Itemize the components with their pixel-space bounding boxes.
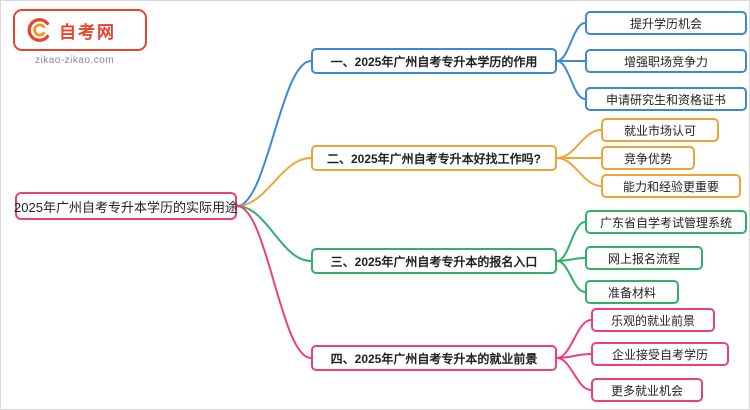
leaf-node-3-1[interactable]: 广东省自学考试管理系统 [585, 210, 747, 234]
leaf-2-2-label: 竞争优势 [623, 151, 672, 166]
branch-node-1[interactable]: 一、2025年广州自考专升本学历的作用 [311, 48, 557, 74]
connector-line [236, 157, 312, 207]
connector-line [236, 205, 312, 262]
leaf-1-2-label: 增强职场竞争力 [623, 54, 708, 69]
leaf-node-4-1[interactable]: 乐观的就业前景 [591, 308, 715, 332]
branch-1-label: 一、2025年广州自考专升本学历的作用 [330, 54, 538, 69]
leaf-node-1-3[interactable]: 申请研究生和资格证书 [585, 87, 747, 111]
leaf-node-3-2[interactable]: 网上报名流程 [585, 246, 703, 270]
leaf-4-3-label: 更多就业机会 [610, 383, 683, 398]
connector-line [556, 319, 592, 359]
branch-node-3[interactable]: 三、2025年广州自考专升本的报名入口 [311, 248, 557, 274]
leaf-2-3-label: 能力和经验更重要 [622, 179, 719, 194]
connector-line [236, 60, 312, 207]
connector-line [556, 129, 602, 159]
branch-4-label: 四、2025年广州自考专升本的就业前景 [330, 351, 538, 366]
leaf-4-2-label: 企业接受自考学历 [611, 347, 708, 362]
root-label: 2025年广州自考专升本学历的实际用途 [14, 199, 238, 215]
leaf-node-1-2[interactable]: 增强职场竞争力 [585, 49, 747, 73]
site-logo[interactable]: 自考网 [13, 9, 147, 51]
connector-line [556, 357, 592, 391]
leaf-3-1-label: 广东省自学考试管理系统 [599, 215, 732, 230]
leaf-node-1-1[interactable]: 提升学历机会 [585, 11, 747, 35]
leaf-node-4-2[interactable]: 企业接受自考学历 [591, 342, 729, 366]
root-node[interactable]: 2025年广州自考专升本学历的实际用途 [14, 192, 238, 220]
connector-line [556, 157, 602, 187]
leaf-3-3-label: 准备材料 [607, 285, 656, 300]
leaf-3-2-label: 网上报名流程 [607, 251, 680, 266]
leaf-1-3-label: 申请研究生和资格证书 [605, 92, 726, 107]
logo-domain-text: zikao-zikao.com [35, 55, 115, 66]
leaf-2-1-label: 就业市场认可 [623, 123, 696, 138]
connector-line [556, 353, 592, 359]
logo-brand-text: 自考网 [59, 22, 116, 42]
leaf-node-2-1[interactable]: 就业市场认可 [601, 118, 719, 142]
connector-line [556, 257, 586, 262]
branch-node-4[interactable]: 四、2025年广州自考专升本的就业前景 [311, 345, 557, 371]
swirl-logo-icon [27, 18, 50, 42]
connector-line [556, 221, 586, 262]
connector-line [556, 260, 586, 293]
leaf-node-2-2[interactable]: 竞争优势 [601, 146, 695, 170]
leaf-4-1-label: 乐观的就业前景 [610, 313, 695, 328]
branch-2-label: 二、2025年广州自考专升本好找工作吗? [326, 151, 542, 166]
leaf-node-2-3[interactable]: 能力和经验更重要 [601, 174, 741, 198]
leaf-node-3-3[interactable]: 准备材料 [585, 280, 679, 304]
connector-line [236, 205, 312, 359]
connector-line [556, 22, 586, 62]
leaf-node-4-3[interactable]: 更多就业机会 [591, 378, 703, 402]
connector-line [556, 60, 586, 100]
leaf-1-1-label: 提升学历机会 [629, 16, 702, 31]
branch-node-2[interactable]: 二、2025年广州自考专升本好找工作吗? [311, 145, 557, 171]
branch-3-label: 三、2025年广州自考专升本的报名入口 [330, 254, 538, 269]
